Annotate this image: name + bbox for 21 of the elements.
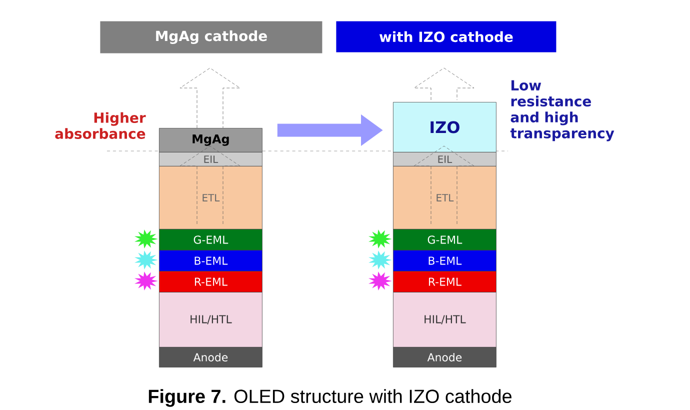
header-box: MgAg cathode bbox=[100, 21, 322, 54]
layer-box: Anode bbox=[159, 347, 262, 368]
layer-box: B-EML bbox=[393, 250, 496, 272]
layer-box: ETL bbox=[393, 166, 496, 230]
layer-box: IZO bbox=[393, 102, 496, 152]
annotation-text: Low resistance and high transparency bbox=[510, 80, 614, 142]
header-box: with IZO cathode bbox=[336, 21, 556, 52]
layer-box: ETL bbox=[159, 166, 262, 230]
layer-box: MgAg bbox=[159, 128, 262, 152]
layer-box: R-EML bbox=[159, 271, 262, 292]
layer-box: B-EML bbox=[159, 250, 262, 272]
layer-box: EIL bbox=[393, 152, 496, 166]
layer-box: R-EML bbox=[393, 271, 496, 292]
layer-box: HIL/HTL bbox=[159, 292, 262, 348]
layer-box: Anode bbox=[393, 347, 496, 368]
annotation-text: Higher absorbance bbox=[55, 112, 146, 139]
caption: Figure 7. OLED structure with IZO cathode bbox=[148, 389, 512, 407]
layer-box: G-EML bbox=[159, 229, 262, 250]
layer-box: HIL/HTL bbox=[393, 292, 496, 348]
layer-box: G-EML bbox=[393, 229, 496, 250]
layer-box: EIL bbox=[159, 152, 262, 166]
